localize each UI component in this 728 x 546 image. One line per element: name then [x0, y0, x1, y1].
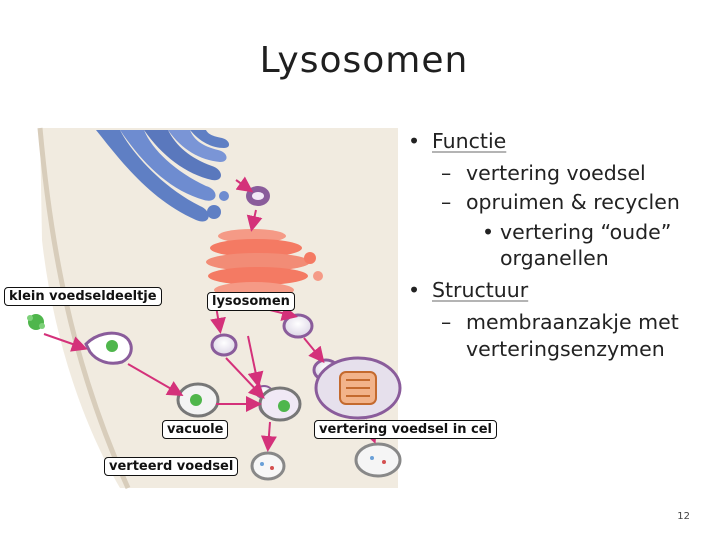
autophagy-organelle: [314, 356, 402, 420]
page-number: 12: [677, 511, 690, 522]
bullet-list: Functie vertering voedsel opruimen & rec…: [404, 128, 724, 365]
label-lysosomen: lysosomen: [207, 292, 295, 311]
label-klein-voedseldeeltje: klein voedseldeeltje: [4, 287, 162, 306]
bullet-structuur: Structuur: [404, 277, 724, 303]
food-particle: [27, 314, 45, 330]
bullet-oude: vertering “oude” organellen: [404, 219, 724, 271]
label-vertering-voedsel-in-cel: vertering voedsel in cel: [314, 420, 497, 439]
bullet-functie: Functie: [404, 128, 724, 154]
label-vacuole: vacuole: [162, 420, 229, 439]
vacuole-shape: [176, 382, 220, 418]
organelle-remnants: [354, 442, 402, 478]
digested-food: [250, 451, 286, 481]
bullet-opruimen: opruimen & recyclen: [404, 189, 724, 215]
slide-title: Lysosomen: [259, 40, 469, 81]
golgi-blue-stack: [96, 130, 230, 222]
bullet-vertering: vertering voedsel: [404, 160, 724, 186]
endocytosis-pocket: [84, 331, 133, 365]
bullet-membraan: membraanzakje met verteringsenzymen: [404, 309, 724, 361]
fused-lysosome: [258, 386, 302, 422]
label-verteerd-voedsel: verteerd voedsel: [104, 457, 239, 476]
